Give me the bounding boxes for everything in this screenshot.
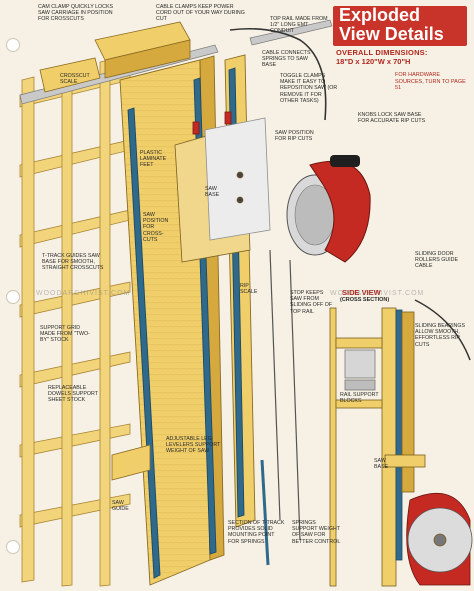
- callout-saw-base-side: SAW BASE: [374, 458, 389, 471]
- title-line-2: View Details: [339, 24, 444, 44]
- callout-t-track: T-TRACK GUIDES SAW BASE FOR SMOOTH, STRA…: [42, 253, 104, 272]
- callout-sliding-bearings: SLIDING BEARINGS ALLOW SMOOTH, EFFORTLES…: [415, 323, 466, 348]
- callout-saw-position-cross: SAW POSITION FOR CROSS-CUTS: [143, 212, 169, 243]
- callout-cam-clamp: CAM CLAMP QUICKLY LOCKS SAW CARRIAGE IN …: [38, 4, 114, 23]
- foot-block: [111, 444, 151, 481]
- side-view-title: SIDE VIEW: [342, 288, 381, 297]
- callout-crosscut-scale: CROSSCUT SCALE: [60, 73, 90, 86]
- callout-cable-connects: CABLE CONNECTS SPRINGS TO SAW BASE: [262, 50, 311, 69]
- callout-springs-support: SPRINGS SUPPORT WEIGHT OF SAW FOR BETTER…: [292, 520, 341, 545]
- callout-stop: STOP KEEPS SAW FROM SLIDING OFF OF TOP R…: [290, 290, 333, 315]
- dimensions-value: 18"D x 120"W x 70"H: [336, 57, 411, 66]
- title-banner: Exploded View Details: [333, 6, 467, 46]
- callout-knobs: KNOBS LOCK SAW BASE FOR ACCURATE RIP CUT…: [358, 112, 426, 125]
- callout-cable-clamps: CABLE CLAMPS KEEP POWER CORD OUT OF YOUR…: [156, 4, 245, 23]
- dimensions-label: OVERALL DIMENSIONS:: [336, 48, 428, 57]
- binder-hole: [6, 290, 20, 304]
- side-view-section: [325, 299, 473, 587]
- binder-hole: [6, 38, 20, 52]
- callout-rail-support: RAIL SUPPORT BLOCKS: [340, 392, 379, 405]
- title-line-1: Exploded: [339, 5, 421, 25]
- saw-base: [174, 111, 271, 263]
- callout-replaceable-dowels: REPLACEABLE DOWELS SUPPORT SHEET STOCK: [48, 385, 98, 404]
- callout-sliding-door: SLIDING DOOR ROLLERS GUIDE CABLE: [415, 251, 458, 270]
- springs: [260, 249, 301, 566]
- power-cord: [229, 27, 327, 121]
- callout-saw-position-rip: SAW POSITION FOR RIP CUTS: [275, 130, 314, 143]
- watermark: WOODARCHIVIST.COM: [330, 290, 425, 297]
- callout-plastic-laminate: PLASTIC LAMINATE FEET: [140, 150, 167, 169]
- support-grid: [19, 59, 131, 587]
- circular-saw: [286, 155, 371, 263]
- hardware-note: FOR HARDWARE SOURCES, TURN TO PAGE 51: [395, 72, 466, 91]
- callout-saw-guide: SAW GUIDE: [112, 500, 129, 513]
- callout-rip-scale: RIP SCALE: [240, 283, 258, 296]
- callout-support-grid: SUPPORT GRID MADE FROM "TWO-BY" STOCK: [40, 325, 90, 344]
- binder-hole: [6, 540, 20, 554]
- callout-adjustable-levelers: ADJUSTABLE LEG LEVELERS SUPPORT WEIGHT O…: [166, 436, 221, 455]
- callout-top-rail: TOP RAIL MADE FROM 1/2" LONG EMT CONDUIT: [270, 16, 328, 35]
- callout-saw-base: SAW BASE: [205, 186, 220, 199]
- callout-toggle-clamps: TOGGLE CLAMPS MAKE IT EASY TO REPOSITION…: [280, 73, 338, 104]
- callout-section-t-track: SECTION OF T-TRACK PROVIDES SOLID MOUNTI…: [228, 520, 285, 545]
- watermark: WOODARCHIVIST.COM: [36, 290, 131, 297]
- saw-carriage: [39, 21, 191, 93]
- side-view-subtitle: (CROSS SECTION): [340, 297, 390, 303]
